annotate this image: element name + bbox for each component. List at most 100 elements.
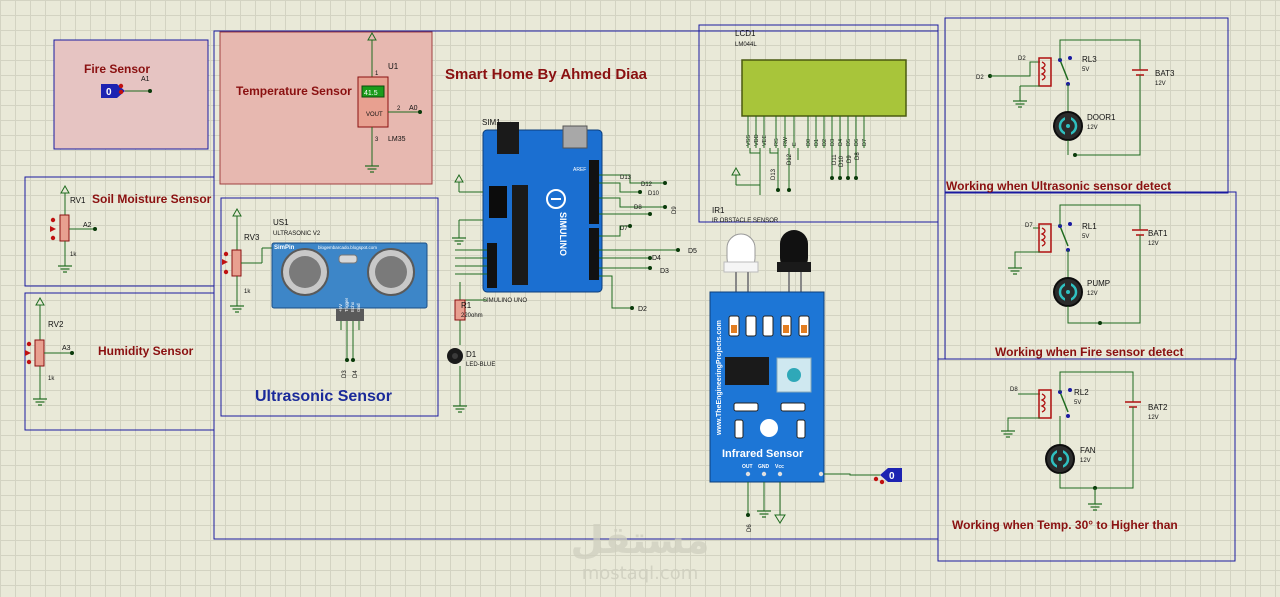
rv2-potentiometer[interactable] xyxy=(25,297,74,406)
net-d9: D9 xyxy=(672,206,678,214)
rl2-voltage: 5V xyxy=(1074,400,1081,406)
rl2-label: RL2 xyxy=(1074,388,1089,397)
ultrasonic-sensor-module[interactable] xyxy=(271,242,428,362)
humidity-sensor-heading: Humidity Sensor xyxy=(98,344,194,358)
relay-pump-circuit[interactable] xyxy=(1007,204,1149,325)
rl3-label: RL3 xyxy=(1082,55,1097,64)
rv3-potentiometer[interactable] xyxy=(222,208,275,313)
relay-door-circuit[interactable] xyxy=(988,39,1149,157)
lcd-pin-rw: RW xyxy=(783,136,789,146)
us1-label: US1 xyxy=(273,218,289,227)
arduino-uno-board[interactable] xyxy=(482,122,603,293)
page-title: Smart Home By Ahmed Diaa xyxy=(445,66,648,83)
net-d4: D4 xyxy=(652,255,661,262)
us-pin-gnd: Gnd xyxy=(356,303,361,312)
us1-type: ULTRASONIC V2 xyxy=(273,231,321,237)
temperature-frame xyxy=(219,31,433,185)
rv1-net-label: A2 xyxy=(83,222,92,229)
arduino-type-label: SIMULINO UNO xyxy=(483,298,527,304)
lcd-wiring xyxy=(736,148,857,195)
ir1-type: IR OBSTACLE SENSOR xyxy=(712,218,779,224)
lcd-net-d11: D11 xyxy=(832,154,838,165)
bat1-label: BAT1 xyxy=(1148,229,1168,238)
fire-logic-probe[interactable]: 0 xyxy=(101,83,152,98)
lcd-pin-d0: D0 xyxy=(806,139,812,146)
rl2-net: D8 xyxy=(1010,387,1018,393)
lm35-sensor[interactable] xyxy=(357,32,422,173)
us-net-d3: D3 xyxy=(342,370,348,378)
rl1-label: RL1 xyxy=(1082,222,1097,231)
us-pin-trigger: Trigger xyxy=(344,297,349,312)
rl3-voltage: 5V xyxy=(1082,67,1089,73)
lcd-pin-d6: D6 xyxy=(854,139,860,146)
rv3-value: 1k xyxy=(244,289,251,295)
lm35-display-value: 41.5 xyxy=(364,90,378,97)
lcd-frame xyxy=(698,24,939,223)
lcd-pin-vdd: VDD xyxy=(754,134,760,146)
d1-label: D1 xyxy=(466,350,477,359)
arduino-aref: AREF xyxy=(573,167,586,173)
bat3-voltage: 12V xyxy=(1155,81,1166,87)
rv1-potentiometer[interactable] xyxy=(50,185,97,273)
us-pin-echo: Echo xyxy=(350,301,355,312)
door-relay-frame xyxy=(944,17,1229,194)
d1-led[interactable] xyxy=(447,348,463,364)
lcd-pin-rs: RS xyxy=(774,138,780,146)
soil-moisture-heading: Soil Moisture Sensor xyxy=(92,192,212,206)
rv2-label: RV2 xyxy=(48,320,64,329)
ir-net-d6: D6 xyxy=(747,524,753,532)
fire-sensor-heading: Fire Sensor xyxy=(84,62,150,76)
bat2-label: BAT2 xyxy=(1148,403,1168,412)
ir-logic-probe[interactable]: 0 xyxy=(873,468,902,485)
a1-net-label: A1 xyxy=(141,76,150,83)
door1-label: DOOR1 xyxy=(1087,113,1116,122)
net-d13: D13 xyxy=(620,175,632,181)
lcd-net-d10: D10 xyxy=(839,155,845,167)
ir-caption: Infrared Sensor xyxy=(722,448,804,460)
rv3-label: RV3 xyxy=(244,233,260,242)
r1-resistor[interactable] xyxy=(454,299,466,321)
ultrasonic-frame xyxy=(220,197,439,417)
svg-text:0: 0 xyxy=(106,87,112,98)
r1-label: R1 xyxy=(461,301,472,310)
fire-sensor-frame xyxy=(53,39,209,150)
fire-note: Working when Fire sensor detect xyxy=(995,345,1183,359)
pump-label: PUMP xyxy=(1087,279,1110,288)
ir-pin-out: OUT xyxy=(742,464,753,470)
ultrasonic-sensor-caption: Ultrasonic Sensor xyxy=(255,388,392,405)
temp-note: Working when Temp. 30° to Higher than xyxy=(952,518,1178,532)
net-d2: D2 xyxy=(638,306,647,313)
ultrasonic-note: Working when Ultrasonic sensor detect xyxy=(946,179,1171,193)
fan-relay-frame xyxy=(937,358,1236,562)
rl3-net-top: D2 xyxy=(1018,56,1026,62)
lcd-pin-d5: D5 xyxy=(846,139,852,146)
lcd-pin-d4: D4 xyxy=(838,139,844,146)
ultrasonic-brand: SimPin xyxy=(274,245,295,251)
ir-wiring xyxy=(747,473,880,515)
lcd-net-d12: D12 xyxy=(787,153,793,165)
lm35-pin2: 2 xyxy=(397,106,401,112)
ir-sensor-module[interactable] xyxy=(709,230,825,483)
lcd-display[interactable] xyxy=(741,59,907,117)
r1-value: 220ohm xyxy=(461,313,483,319)
fan-voltage: 12V xyxy=(1080,458,1091,464)
watermark-latin: mostaql.com xyxy=(582,563,699,584)
watermark-arabic: مستقل xyxy=(571,518,710,562)
soil-frame xyxy=(24,176,215,287)
ir-website: www.TheEngineeringProjects.com xyxy=(716,320,723,436)
temperature-sensor-heading: Temperature Sensor xyxy=(236,84,352,98)
us-pin-vcc: +5V xyxy=(338,304,343,312)
relay-fan-circuit[interactable] xyxy=(1000,371,1142,511)
door1-voltage: 12V xyxy=(1087,125,1098,131)
lm35-pin-vout: VOUT xyxy=(366,112,383,118)
rl3-net: D2 xyxy=(976,75,984,81)
us-net-d4: D4 xyxy=(353,370,359,378)
lcd-pin-d7: D7 xyxy=(862,139,868,146)
ir-pin-gnd: GND xyxy=(758,464,770,470)
lcd-pin-e: E xyxy=(792,142,798,146)
rv2-net-label: A3 xyxy=(62,345,71,352)
lcd-net-d9: D9 xyxy=(847,155,853,163)
svg-text:0: 0 xyxy=(889,471,895,482)
bat1-voltage: 12V xyxy=(1148,241,1159,247)
